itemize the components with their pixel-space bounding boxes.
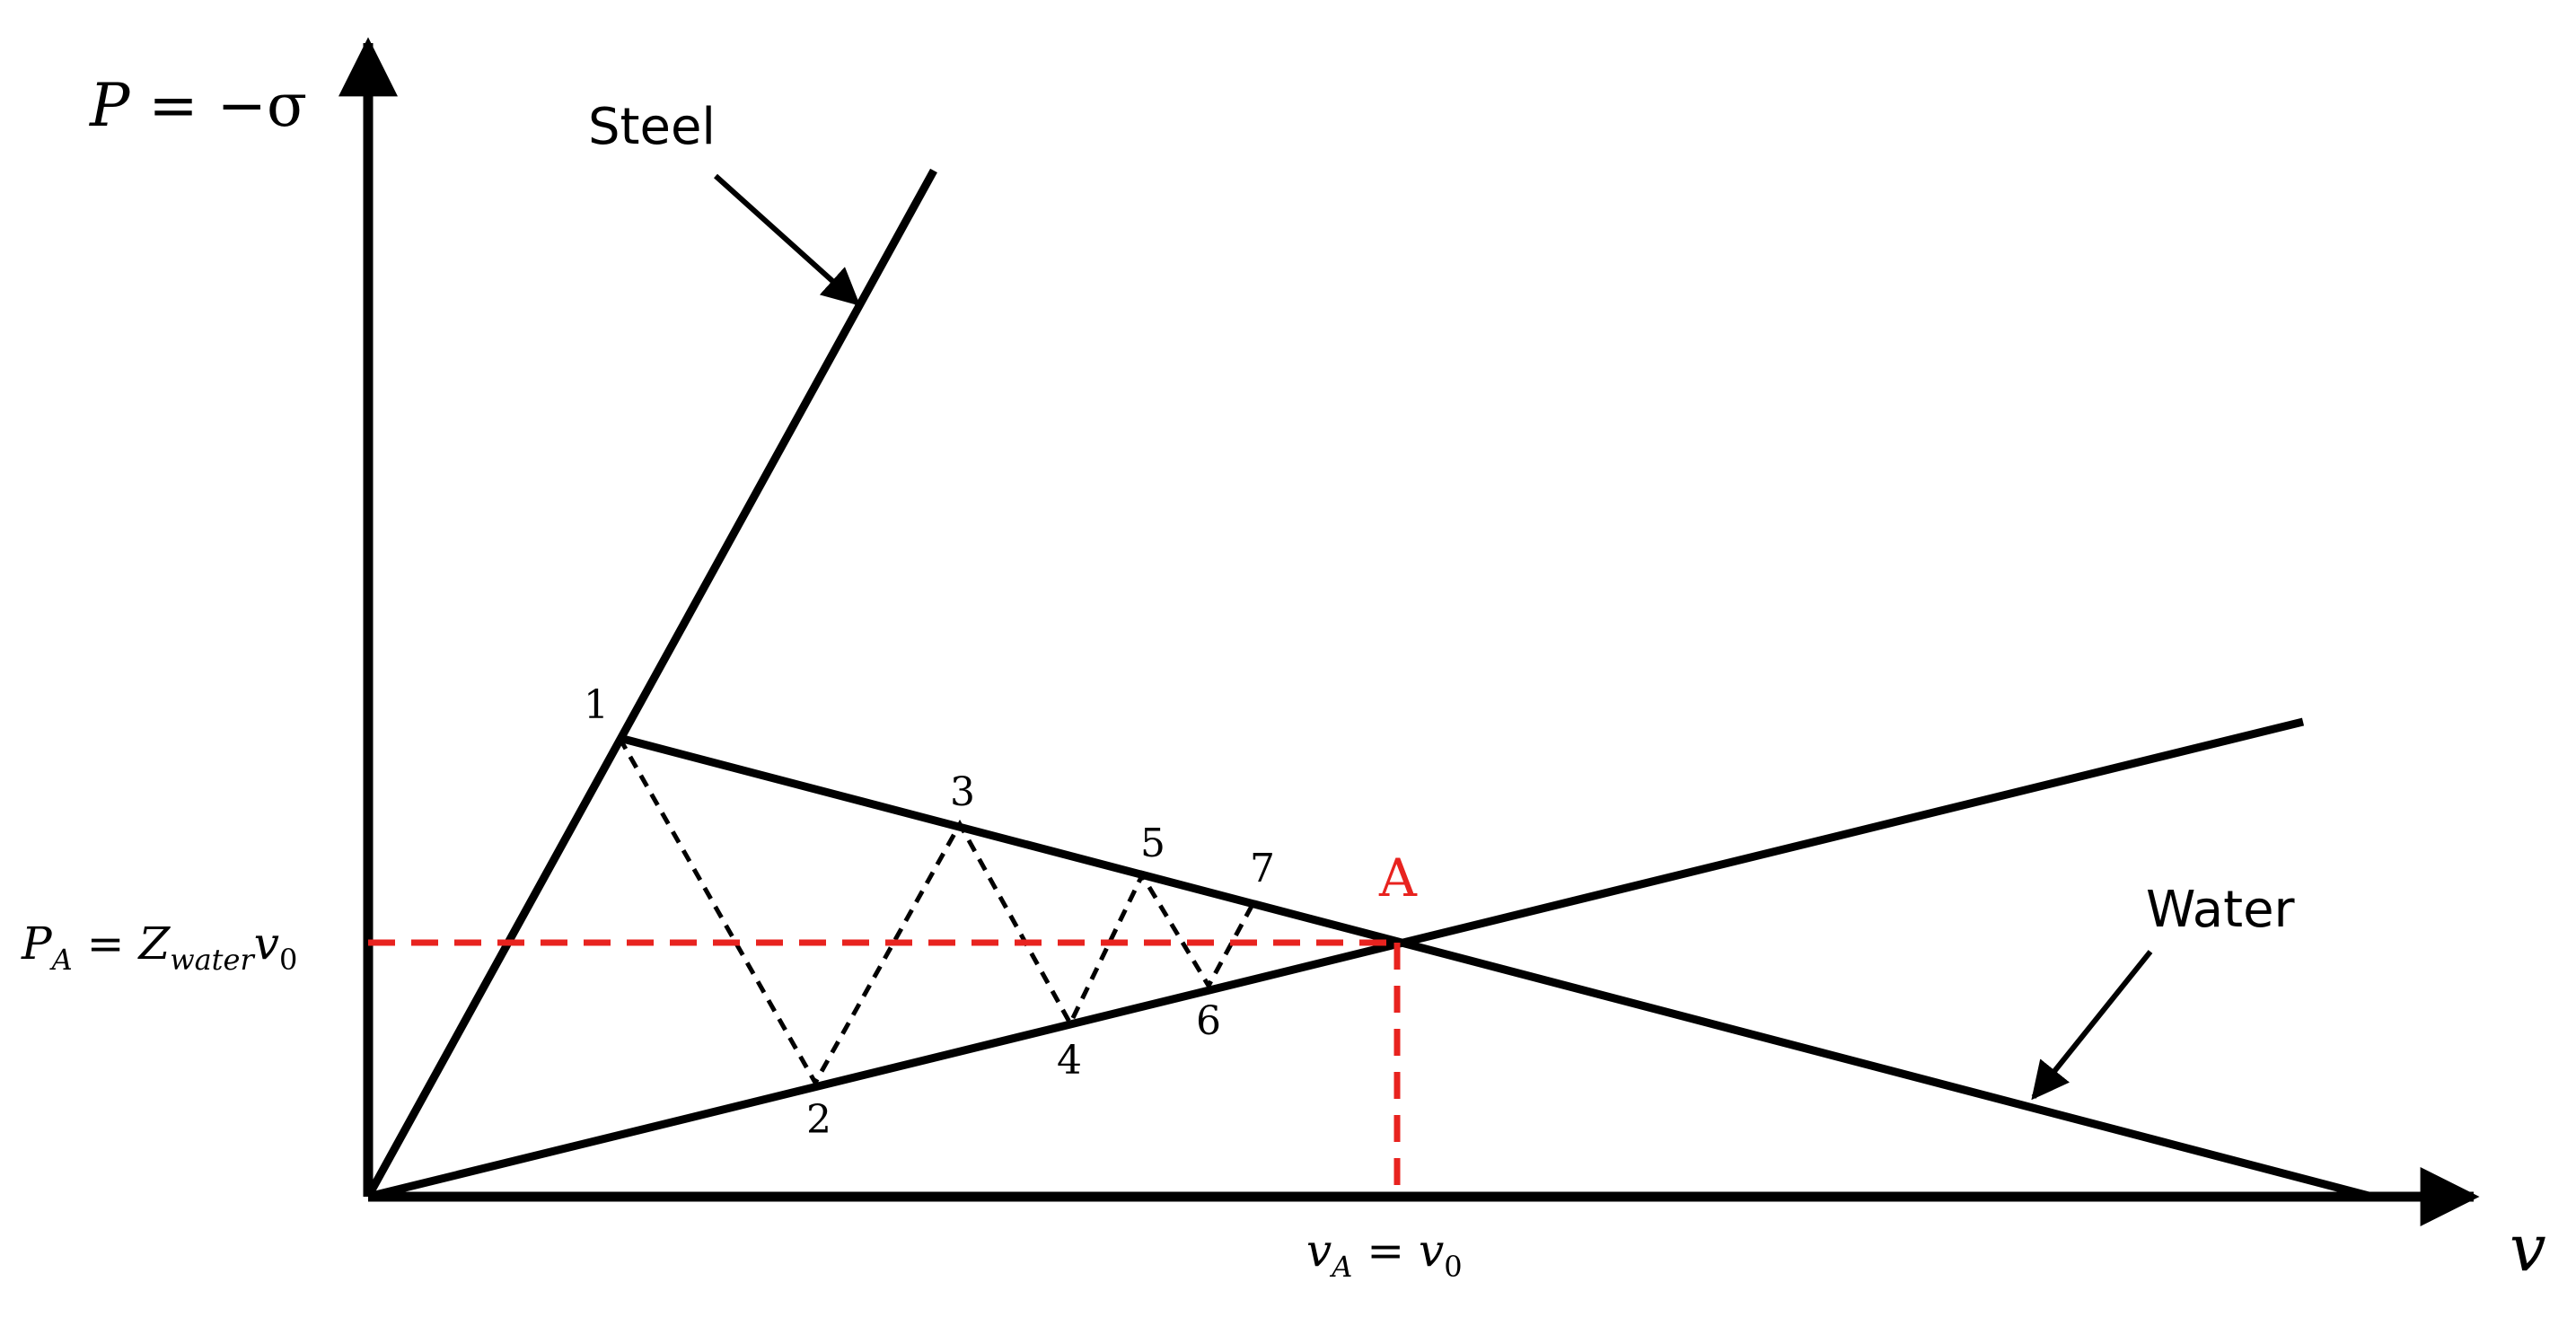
steel-pointer xyxy=(713,173,861,306)
steel-line xyxy=(365,168,937,1199)
y-axis-label: P = −σ xyxy=(89,71,307,140)
x-axis-label: v xyxy=(2510,1210,2546,1286)
equilibrium-label: A xyxy=(1378,847,1418,909)
reflected-line xyxy=(618,733,2374,1201)
state-label-3: 3 xyxy=(950,769,975,815)
state-label-7: 7 xyxy=(1250,846,1275,891)
va-label: vA = v0 xyxy=(1306,1225,1463,1284)
water-line xyxy=(366,717,2305,1201)
water-label: Water xyxy=(2146,881,2296,939)
y-axis-rest: = −σ xyxy=(129,71,307,140)
y-axis-symbol: P xyxy=(89,71,131,140)
pa-label: PA = Zwaterv0 xyxy=(21,918,297,977)
state-label-2: 2 xyxy=(806,1097,831,1143)
water-pointer xyxy=(2031,950,2153,1101)
state-label-4: 4 xyxy=(1057,1038,1082,1084)
state-label-1: 1 xyxy=(584,682,609,728)
state-label-5: 5 xyxy=(1140,821,1165,866)
reverberation-path xyxy=(617,736,1258,1088)
state-label-6: 6 xyxy=(1196,998,1221,1044)
steel-label: Steel xyxy=(588,98,716,156)
